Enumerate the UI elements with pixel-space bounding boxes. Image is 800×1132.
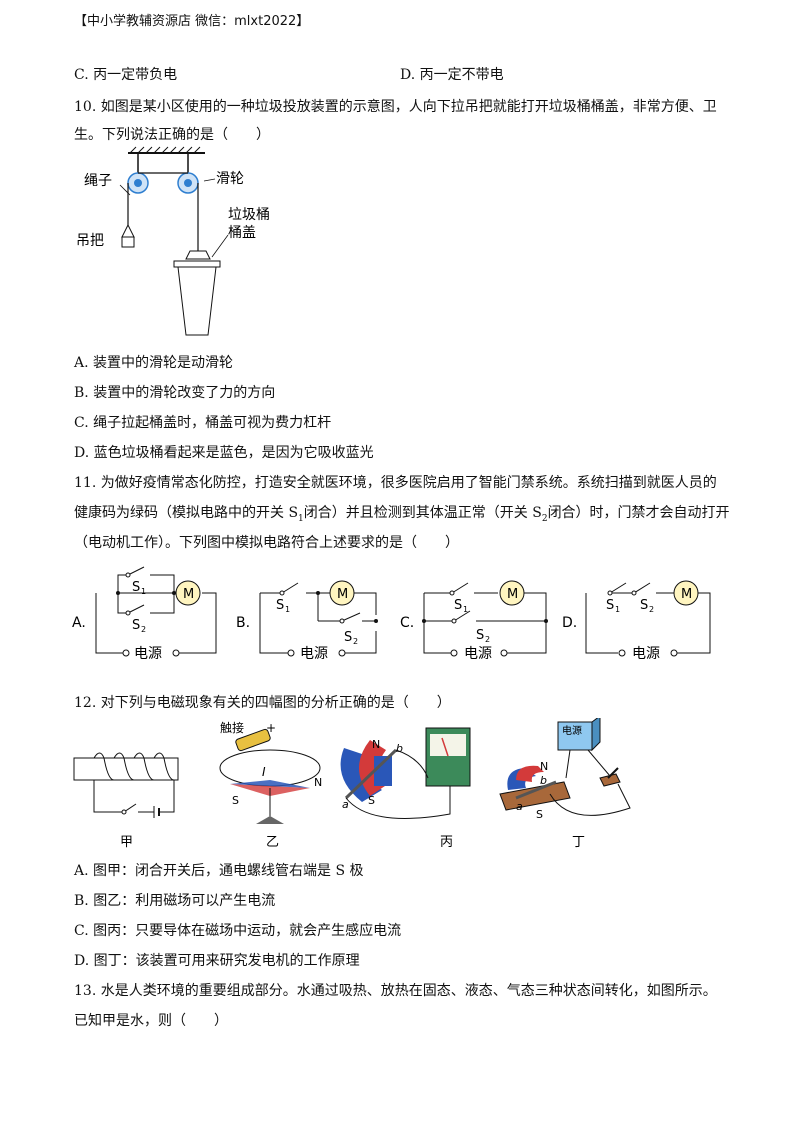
q11-stem-line2: 健康码为绿码（模拟电路中的开关 S1闭合）并且检测到其体温正常（开关 S2闭合）… [74,505,730,524]
svg-text:M: M [507,587,518,602]
svg-text:N: N [540,760,548,773]
svg-text:+: + [266,721,276,735]
svg-text:1: 1 [615,605,620,614]
q10-option-c[interactable]: C. 绳子拉起桶盖时，桶盖可视为费力杠杆 [74,415,332,431]
svg-text:1: 1 [285,605,290,614]
svg-text:S: S [536,808,543,821]
q9-option-d[interactable]: D. 丙一定不带电 [400,67,504,83]
q10-trash-device-figure: 绳子 滑轮 吊把 垃圾桶 桶盖 [76,146,270,336]
figure-ding-motor: 电源 N S b a 丁 [499,718,631,850]
figure-yi-oersted: 触接 + I N S 乙 [219,720,322,850]
svg-text:丁: 丁 [572,835,585,850]
svg-text:M: M [337,587,348,602]
q13-stem-line2: 已知甲是水，则（ ） [74,1013,228,1029]
label-bin: 垃圾桶 [228,207,270,223]
svg-text:电源: 电源 [300,646,328,662]
svg-text:N: N [314,776,322,789]
svg-text:2: 2 [141,625,146,634]
label-handle: 吊把 [76,233,104,249]
svg-text:2: 2 [353,637,358,646]
svg-text:B.: B. [236,615,250,631]
q12-option-c[interactable]: C. 图丙：只要导体在磁场中运动，就会产生感应电流 [74,923,402,939]
svg-text:电源: 电源 [562,724,582,737]
svg-text:S: S [276,598,284,613]
figure-jia-solenoid: 甲 [73,752,179,850]
svg-text:触接: 触接 [220,720,244,735]
svg-text:S: S [132,618,140,633]
svg-text:电源: 电源 [632,646,660,662]
q12-option-b[interactable]: B. 图乙：利用磁场可以产生电流 [74,893,276,909]
svg-text:S: S [232,794,239,807]
svg-text:a: a [342,798,349,811]
q9-option-c[interactable]: C. 丙一定带负电 [74,67,178,83]
svg-text:S: S [476,628,484,643]
svg-text:S: S [454,598,462,613]
svg-text:M: M [183,587,194,602]
q12-option-d[interactable]: D. 图丁：该装置可用来研究发电机的工作原理 [74,953,360,969]
svg-text:电源: 电源 [134,646,162,662]
svg-text:D.: D. [562,615,577,631]
svg-text:乙: 乙 [266,835,279,850]
svg-text:甲: 甲 [120,835,133,850]
q10-option-d[interactable]: D. 蓝色垃圾桶看起来是蓝色，是因为它吸收蓝光 [74,445,374,461]
svg-text:丙: 丙 [440,835,453,850]
q12-option-a[interactable]: A. 图甲：闭合开关后，通电螺线管右端是 S 极 [74,863,364,879]
svg-text:b: b [540,774,547,787]
q10-option-b[interactable]: B. 装置中的滑轮改变了力的方向 [74,385,276,401]
pulley-left-icon [127,172,149,194]
label-rope: 绳子 [84,173,112,189]
q10-option-a[interactable]: A. 装置中的滑轮是动滑轮 [74,355,234,371]
svg-text:S: S [344,630,352,645]
svg-text:S: S [640,598,648,613]
svg-text:S: S [606,598,614,613]
q12-stem: 12. 对下列与电磁现象有关的四幅图的分析正确的是（ ） [74,695,451,711]
svg-text:b: b [396,742,403,755]
svg-text:A.: A. [72,615,86,631]
figure-bing-induction: N S a b 丙 [340,727,471,850]
svg-text:2: 2 [485,635,490,644]
svg-text:a: a [516,800,523,813]
svg-text:1: 1 [463,605,468,614]
q11-stem-line3: （电动机工作）。下列图中模拟电路符合上述要求的是（ ） [74,535,459,551]
q12-electromagnetism-figures: 甲 触接 + I N S 乙 N S a b 丙 电源 [73,718,631,850]
label-pulley: 滑轮 [216,170,244,187]
svg-text:S: S [368,794,375,807]
q10-stem-line2: 生。下列说法正确的是（ ） [74,127,270,143]
svg-text:I: I [262,765,266,779]
q13-stem-line1: 13. 水是人类环境的重要组成部分。水通过吸热、放热在固态、液态、气态三种状态间… [74,983,717,999]
label-lid: 桶盖 [228,225,256,241]
pulley-right-icon [177,172,199,194]
svg-text:S: S [132,580,140,595]
svg-text:电源: 电源 [464,646,492,662]
q10-stem-line1: 10. 如图是某小区使用的一种垃圾投放装置的示意图，人向下拉吊把就能打开垃圾桶桶… [74,99,717,115]
svg-text:N: N [372,738,380,751]
svg-text:1: 1 [141,587,146,596]
svg-text:C.: C. [400,615,414,631]
page-header: 【中小学教辅资源店 微信：mlxt2022】 [74,14,310,29]
q11-stem-line1: 11. 为做好疫情常态化防控，打造安全就医环境，很多医院启用了智能门禁系统。系统… [74,475,717,491]
svg-text:M: M [681,587,692,602]
svg-text:2: 2 [649,605,654,614]
